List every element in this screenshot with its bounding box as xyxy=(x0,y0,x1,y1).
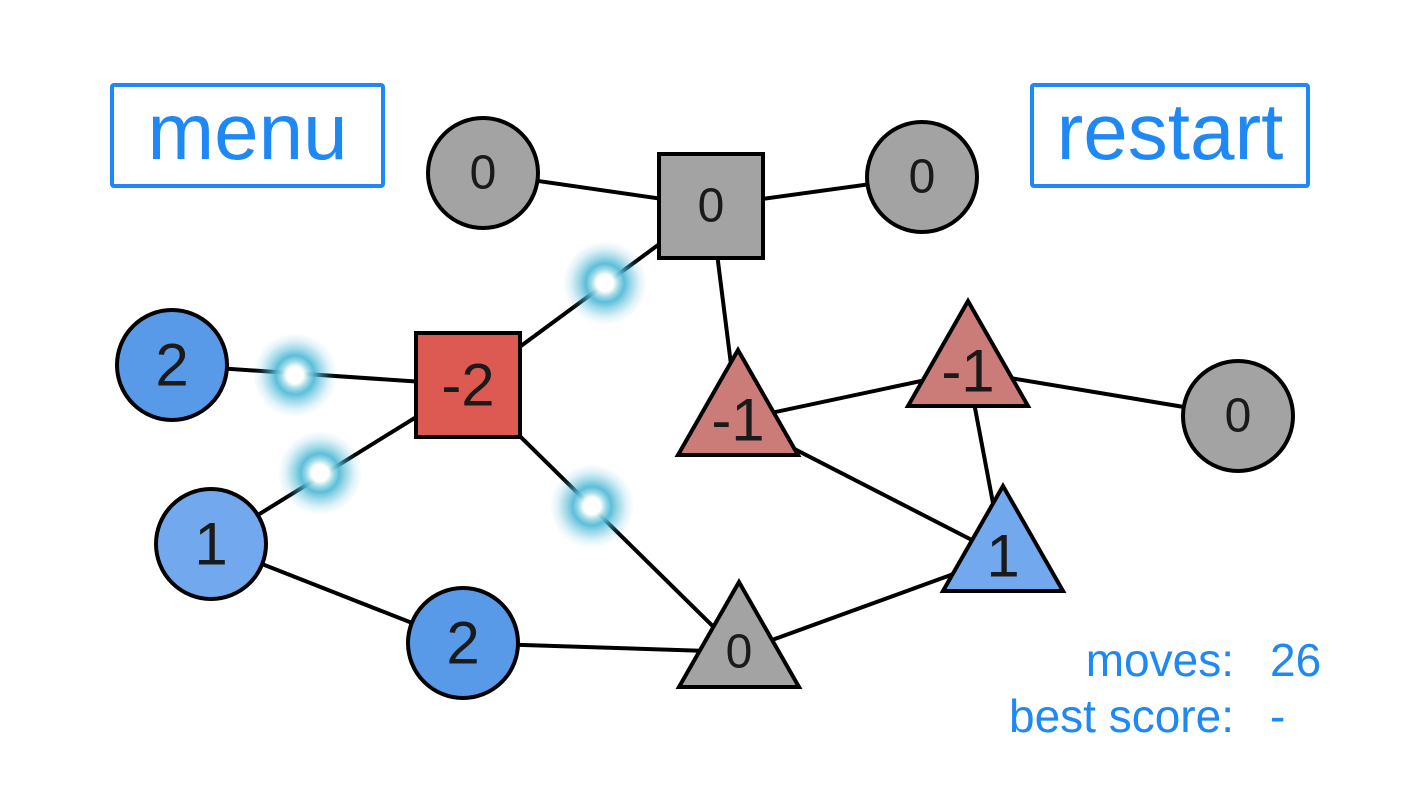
graph-node-triangle[interactable] xyxy=(904,296,1032,408)
edge-pulse-marker[interactable] xyxy=(253,333,337,417)
graph-node-triangle[interactable] xyxy=(675,577,803,689)
graph-node-square[interactable] xyxy=(657,152,765,260)
graph-node-circle[interactable] xyxy=(865,120,979,234)
moves-label: moves: xyxy=(1085,634,1234,686)
graph-node-circle[interactable] xyxy=(115,308,229,422)
graph-node-triangle[interactable] xyxy=(939,481,1067,593)
graph-node-circle[interactable] xyxy=(1181,359,1295,473)
menu-button[interactable]: menu xyxy=(110,83,385,188)
edge-pulse-marker[interactable] xyxy=(278,431,362,515)
stats-panel: moves: 26 best score: - xyxy=(1009,633,1332,743)
graph-node-circle[interactable] xyxy=(154,487,268,601)
moves-value: 26 xyxy=(1270,634,1322,686)
restart-button[interactable]: restart xyxy=(1030,83,1310,188)
graph-node-circle[interactable] xyxy=(426,116,540,230)
graph-node-circle[interactable] xyxy=(406,586,520,700)
graph-node-square[interactable] xyxy=(414,331,522,439)
graph-node-triangle[interactable] xyxy=(674,345,802,457)
best-score-value: - xyxy=(1270,690,1286,742)
edge-pulse-marker[interactable] xyxy=(550,464,634,548)
best-score-label: best score: xyxy=(1009,690,1234,742)
edge-pulse-marker[interactable] xyxy=(563,241,647,325)
